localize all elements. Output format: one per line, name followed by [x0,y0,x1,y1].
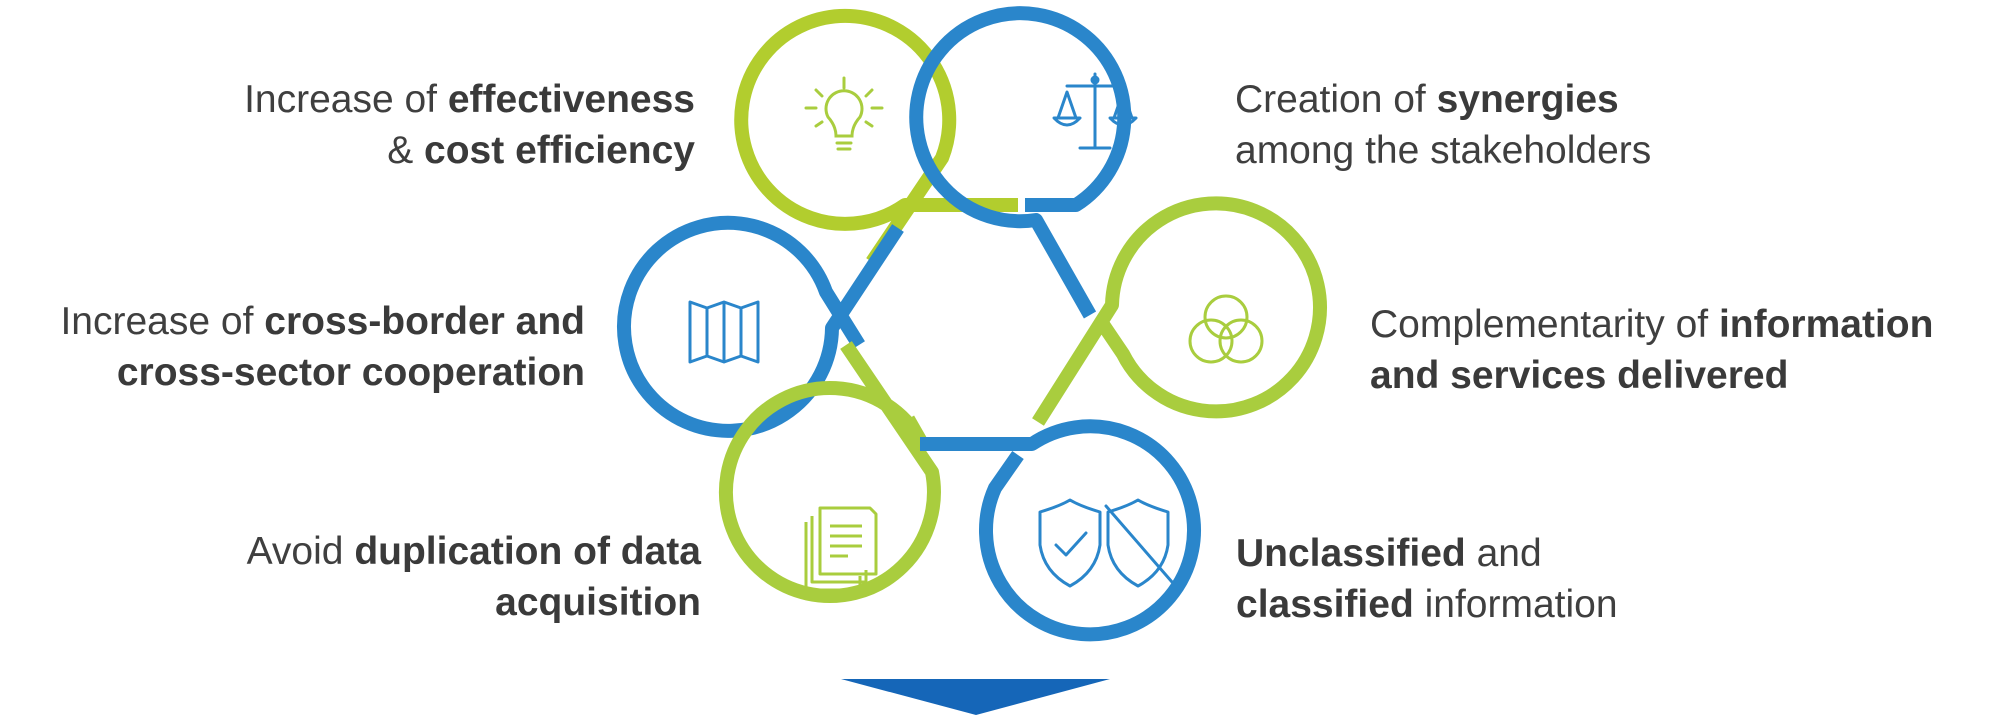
label-emphasis: acquisition [495,581,701,624]
label-line: Increase of cross-border and [60,296,585,347]
shields-icon [1038,498,1174,588]
label-line: Increase of effectiveness [244,74,695,125]
down-arrow [841,679,1110,715]
loop-classified [920,419,1201,642]
loop-cooperation [617,215,904,438]
label-emphasis: Unclassified [1236,532,1466,575]
label-text: Increase of [244,78,448,121]
label-text: among the stakeholders [1235,129,1652,172]
label-emphasis: cost efficiency [424,129,695,172]
label-emphasis: and services delivered [1370,354,1789,397]
documents-icon [804,506,878,592]
label-line: & cost efficiency [244,125,695,176]
label-emphasis: cross-border and [264,300,585,343]
label-line: and services delivered [1370,350,1933,401]
lightbulb-icon-detail [804,76,884,151]
label-effectiveness: Increase of effectiveness& cost efficien… [244,74,695,176]
label-emphasis: cross-sector cooperation [116,351,585,394]
label-text: Complementarity of [1370,303,1719,346]
label-emphasis: classified [1236,583,1414,626]
label-text: and [1465,532,1542,575]
scales-icon [1052,72,1138,150]
label-line: Complementarity of information [1370,299,1933,350]
label-emphasis: synergies [1436,78,1619,121]
label-emphasis: duplication of data [354,530,701,573]
loop-effectiveness [734,8,1018,266]
label-line: Avoid duplication of data [247,526,701,577]
venn-icon [1188,294,1264,364]
label-line: Unclassified and [1236,528,1618,579]
label-text: Increase of [60,300,265,343]
map-icon [688,300,760,364]
label-line: acquisition [247,577,701,628]
loop-complementarity [1032,196,1327,426]
label-emphasis: effectiveness [447,78,695,121]
label-line: among the stakeholders [1235,125,1651,176]
label-text: & [387,129,425,172]
label-text: Avoid [246,530,355,573]
label-line: classified information [1236,579,1618,630]
loop-synergies [909,6,1132,319]
loop-duplication [718,341,941,603]
label-text: Creation of [1235,78,1437,121]
label-emphasis: information [1718,303,1934,346]
label-line: Creation of synergies [1235,74,1651,125]
label-text: information [1413,583,1618,626]
label-line: cross-sector cooperation [60,347,585,398]
